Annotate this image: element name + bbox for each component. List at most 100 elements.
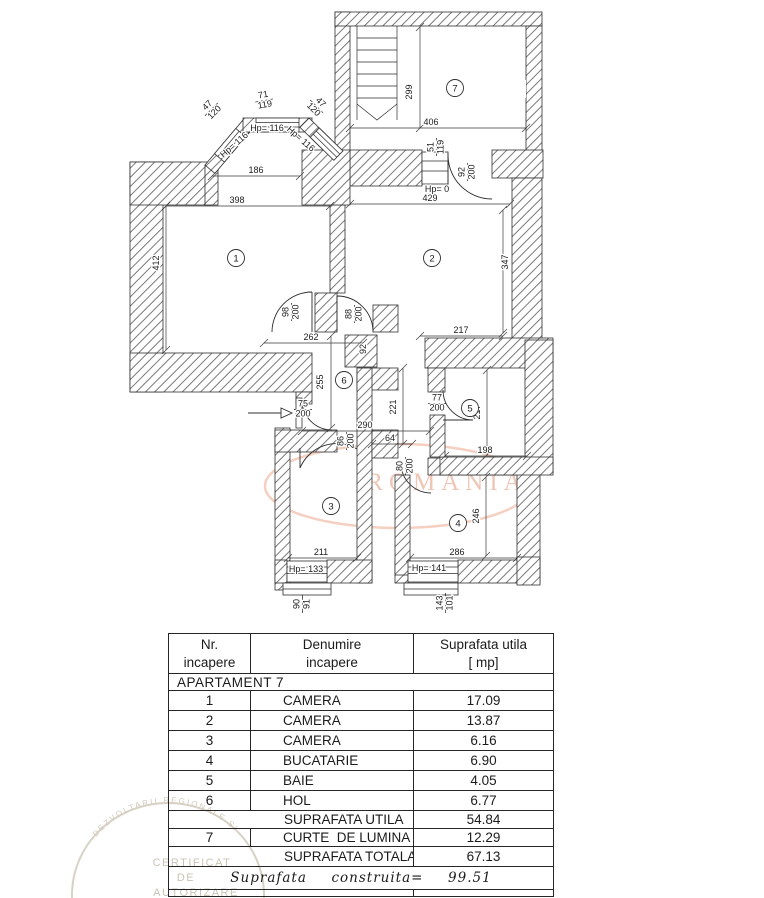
svg-text:406: 406	[423, 117, 438, 127]
bay-right-size: 47 120	[304, 94, 330, 120]
room-area: 4.05	[413, 770, 554, 791]
partial-cell	[168, 889, 414, 897]
svg-text:80: 80	[395, 461, 405, 471]
svg-text:119: 119	[257, 98, 273, 110]
apartment-group-row: APARTAMENT 7	[168, 673, 554, 691]
door-92-size: 92 200	[455, 163, 478, 181]
room-6-marker: 6	[335, 371, 353, 389]
door-77-size: 77 200	[428, 391, 446, 414]
entrance-door-leaf	[295, 397, 303, 429]
window-90-91	[282, 560, 332, 596]
svg-text:186: 186	[248, 165, 263, 175]
svg-text:Hp= 141: Hp= 141	[412, 563, 446, 573]
room-4-marker: 4	[449, 514, 467, 532]
svg-text:255: 255	[315, 374, 325, 389]
svg-text:200: 200	[429, 403, 444, 413]
svg-text:92: 92	[358, 344, 368, 354]
door-98-swing	[271, 291, 313, 333]
svg-text:64: 64	[385, 433, 395, 443]
svg-text:5: 5	[467, 404, 472, 415]
room-name: CAMERA	[250, 690, 414, 711]
room-area: 12.29	[413, 828, 554, 847]
room-name: CURTE DE LUMINA	[250, 828, 414, 847]
room-area: 6.90	[413, 750, 554, 771]
svg-text:347: 347	[500, 254, 510, 269]
room-name: BAIE	[250, 770, 414, 791]
summary-utila-row: SUPRAFATA UTILA 54.84	[168, 810, 554, 829]
svg-text:200: 200	[295, 409, 310, 419]
room-nr: 3	[168, 730, 251, 751]
footer-row: Suprafata construita= 99.51	[168, 866, 554, 890]
room-area: 17.09	[413, 690, 554, 711]
window-143-101	[403, 560, 459, 596]
svg-text:262: 262	[303, 332, 318, 342]
svg-text:7: 7	[452, 84, 457, 95]
partial-cell	[413, 889, 554, 897]
svg-text:3: 3	[328, 502, 333, 513]
door-75-size: 75 200	[294, 397, 312, 420]
room-nr: 4	[168, 750, 251, 771]
bay-top-size: 71 119	[255, 87, 274, 112]
svg-text:200: 200	[405, 458, 415, 473]
room-3-marker: 3	[322, 497, 340, 515]
court-of-light-row: 7 CURTE DE LUMINA 12.29	[168, 828, 554, 847]
svg-text:221: 221	[388, 399, 398, 414]
svg-text:90: 90	[292, 599, 302, 609]
room-nr: 7	[168, 828, 251, 847]
svg-text:91: 91	[302, 599, 312, 609]
svg-text:119: 119	[436, 140, 446, 154]
svg-text:71: 71	[257, 89, 269, 101]
room-name: CAMERA	[250, 710, 414, 731]
room-7-marker: 7	[446, 79, 464, 97]
door-80-size: 80 200	[393, 457, 416, 475]
bay-window-left	[213, 127, 247, 163]
window-90-size: 90 91	[290, 595, 313, 613]
summary-totala-row: SUPRAFATA TOTALA 67.13	[168, 846, 554, 867]
table-row: 3 CAMERA 6.16	[168, 730, 554, 751]
svg-text:211: 211	[314, 547, 328, 557]
summary-utila-label: SUPRAFATA UTILA	[168, 810, 414, 829]
svg-text:75: 75	[298, 399, 308, 409]
door-86-swing	[299, 443, 358, 469]
door-88-swing	[336, 295, 374, 333]
room-markers: 1 2 3 4 5 6 7	[227, 79, 479, 532]
svg-text:Hp= 133: Hp= 133	[289, 564, 323, 574]
bay-left-size: 47 120	[199, 97, 225, 123]
svg-text:200: 200	[346, 433, 356, 448]
svg-text:6: 6	[341, 376, 346, 387]
door-88-size: 88 200	[342, 305, 365, 323]
partial-row	[168, 889, 554, 897]
room-1-marker: 1	[227, 249, 245, 267]
svg-text:77: 77	[432, 393, 442, 403]
svg-text:88: 88	[344, 309, 354, 319]
svg-text:299: 299	[404, 84, 414, 99]
header-suprafata: Suprafata utila[ mp]	[413, 633, 554, 674]
room-area: 6.77	[413, 790, 554, 811]
door-92-swing	[447, 153, 493, 200]
room-area: 6.16	[413, 730, 554, 751]
svg-text:143: 143	[435, 595, 445, 610]
doors	[271, 153, 493, 494]
entrance-arrow-icon	[248, 407, 294, 419]
svg-text:398: 398	[229, 195, 244, 205]
room-nr: 1	[168, 690, 251, 711]
svg-text:200: 200	[291, 304, 301, 319]
window-51-119	[421, 151, 449, 185]
table-row: 6 HOL 6.77	[168, 790, 554, 811]
svg-text:86: 86	[336, 436, 346, 446]
door-98-size: 98 200	[279, 303, 302, 321]
bay-window-top	[255, 117, 300, 133]
svg-text:198: 198	[477, 445, 492, 455]
svg-text:246: 246	[471, 508, 481, 523]
svg-text:412: 412	[151, 255, 161, 270]
door-77-swing	[442, 389, 474, 421]
door-86-size: 86 200	[334, 432, 357, 450]
header-nr: Nr.incapere	[168, 633, 251, 674]
door-75-swing	[301, 399, 333, 431]
walls	[129, 11, 554, 591]
